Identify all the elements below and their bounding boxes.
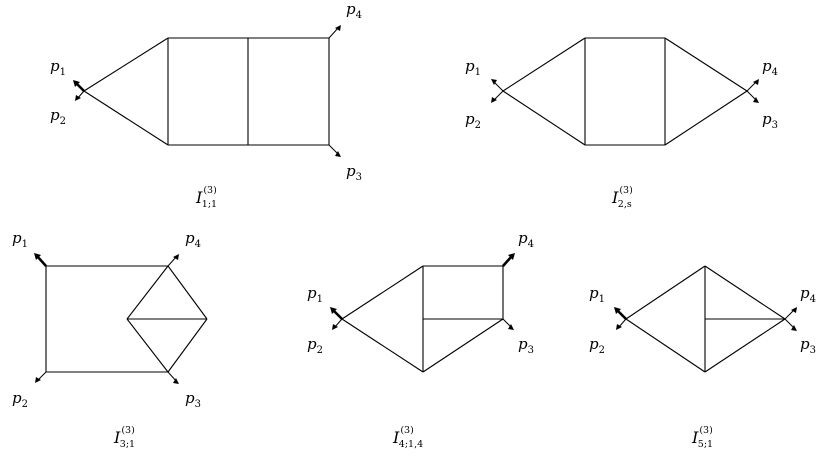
external-legs — [330, 253, 515, 330]
integral-label-i-1-1: I(3)1;1 — [195, 185, 217, 210]
diagram-i-1-1: p1 p2 p3 p4 I(3)1;1 — [50, 0, 362, 210]
momentum-label-p4: p4 — [185, 229, 201, 250]
momentum-label-p3: p3 — [346, 162, 362, 183]
diagram-i-2-s: p1 p2 p3 p4 I(3)2,s — [465, 37, 778, 210]
propagators — [625, 265, 786, 373]
integral-label-i-5-1: I(3)5;1 — [691, 425, 713, 450]
momentum-label-p3: p3 — [518, 335, 534, 356]
momentum-label-p1: p1 — [12, 229, 28, 250]
momentum-label-p1: p1 — [465, 57, 481, 78]
momentum-label-p2: p2 — [12, 389, 28, 410]
diagram-i-3-1: p1 p2 p3 p4 I(3)3;1 — [12, 229, 208, 450]
momentum-label-p4: p4 — [800, 284, 816, 305]
momentum-label-p4: p4 — [346, 0, 362, 21]
external-legs — [614, 307, 797, 331]
momentum-label-p2: p2 — [589, 335, 605, 356]
momentum-label-p2: p2 — [307, 335, 323, 356]
external-legs — [491, 79, 759, 103]
diagram-i-4-1-4: p1 p2 p3 p4 I(3)4;1,4 — [307, 229, 534, 450]
momentum-label-p3: p3 — [800, 335, 816, 356]
propagators — [502, 37, 748, 146]
momentum-label-p3: p3 — [762, 110, 778, 131]
propagators — [45, 265, 208, 373]
diagram-i-5-1: p1 p2 p3 p4 I(3)5;1 — [589, 265, 816, 450]
external-legs — [73, 25, 341, 157]
propagators — [341, 265, 504, 373]
external-legs — [34, 253, 179, 384]
momentum-label-p1: p1 — [589, 284, 605, 305]
integral-label-i-3-1: I(3)3;1 — [113, 425, 135, 450]
momentum-label-p2: p2 — [50, 106, 66, 127]
momentum-label-p3: p3 — [185, 389, 201, 410]
momentum-label-p2: p2 — [465, 110, 481, 131]
momentum-label-p4: p4 — [762, 57, 778, 78]
momentum-label-p1: p1 — [307, 284, 323, 305]
momentum-label-p4: p4 — [518, 229, 534, 250]
propagators — [83, 37, 330, 146]
momentum-label-p1: p1 — [50, 57, 66, 78]
integral-label-i-2-s: I(3)2,s — [611, 185, 633, 210]
integral-label-i-4-1-4: I(3)4;1,4 — [392, 425, 423, 450]
